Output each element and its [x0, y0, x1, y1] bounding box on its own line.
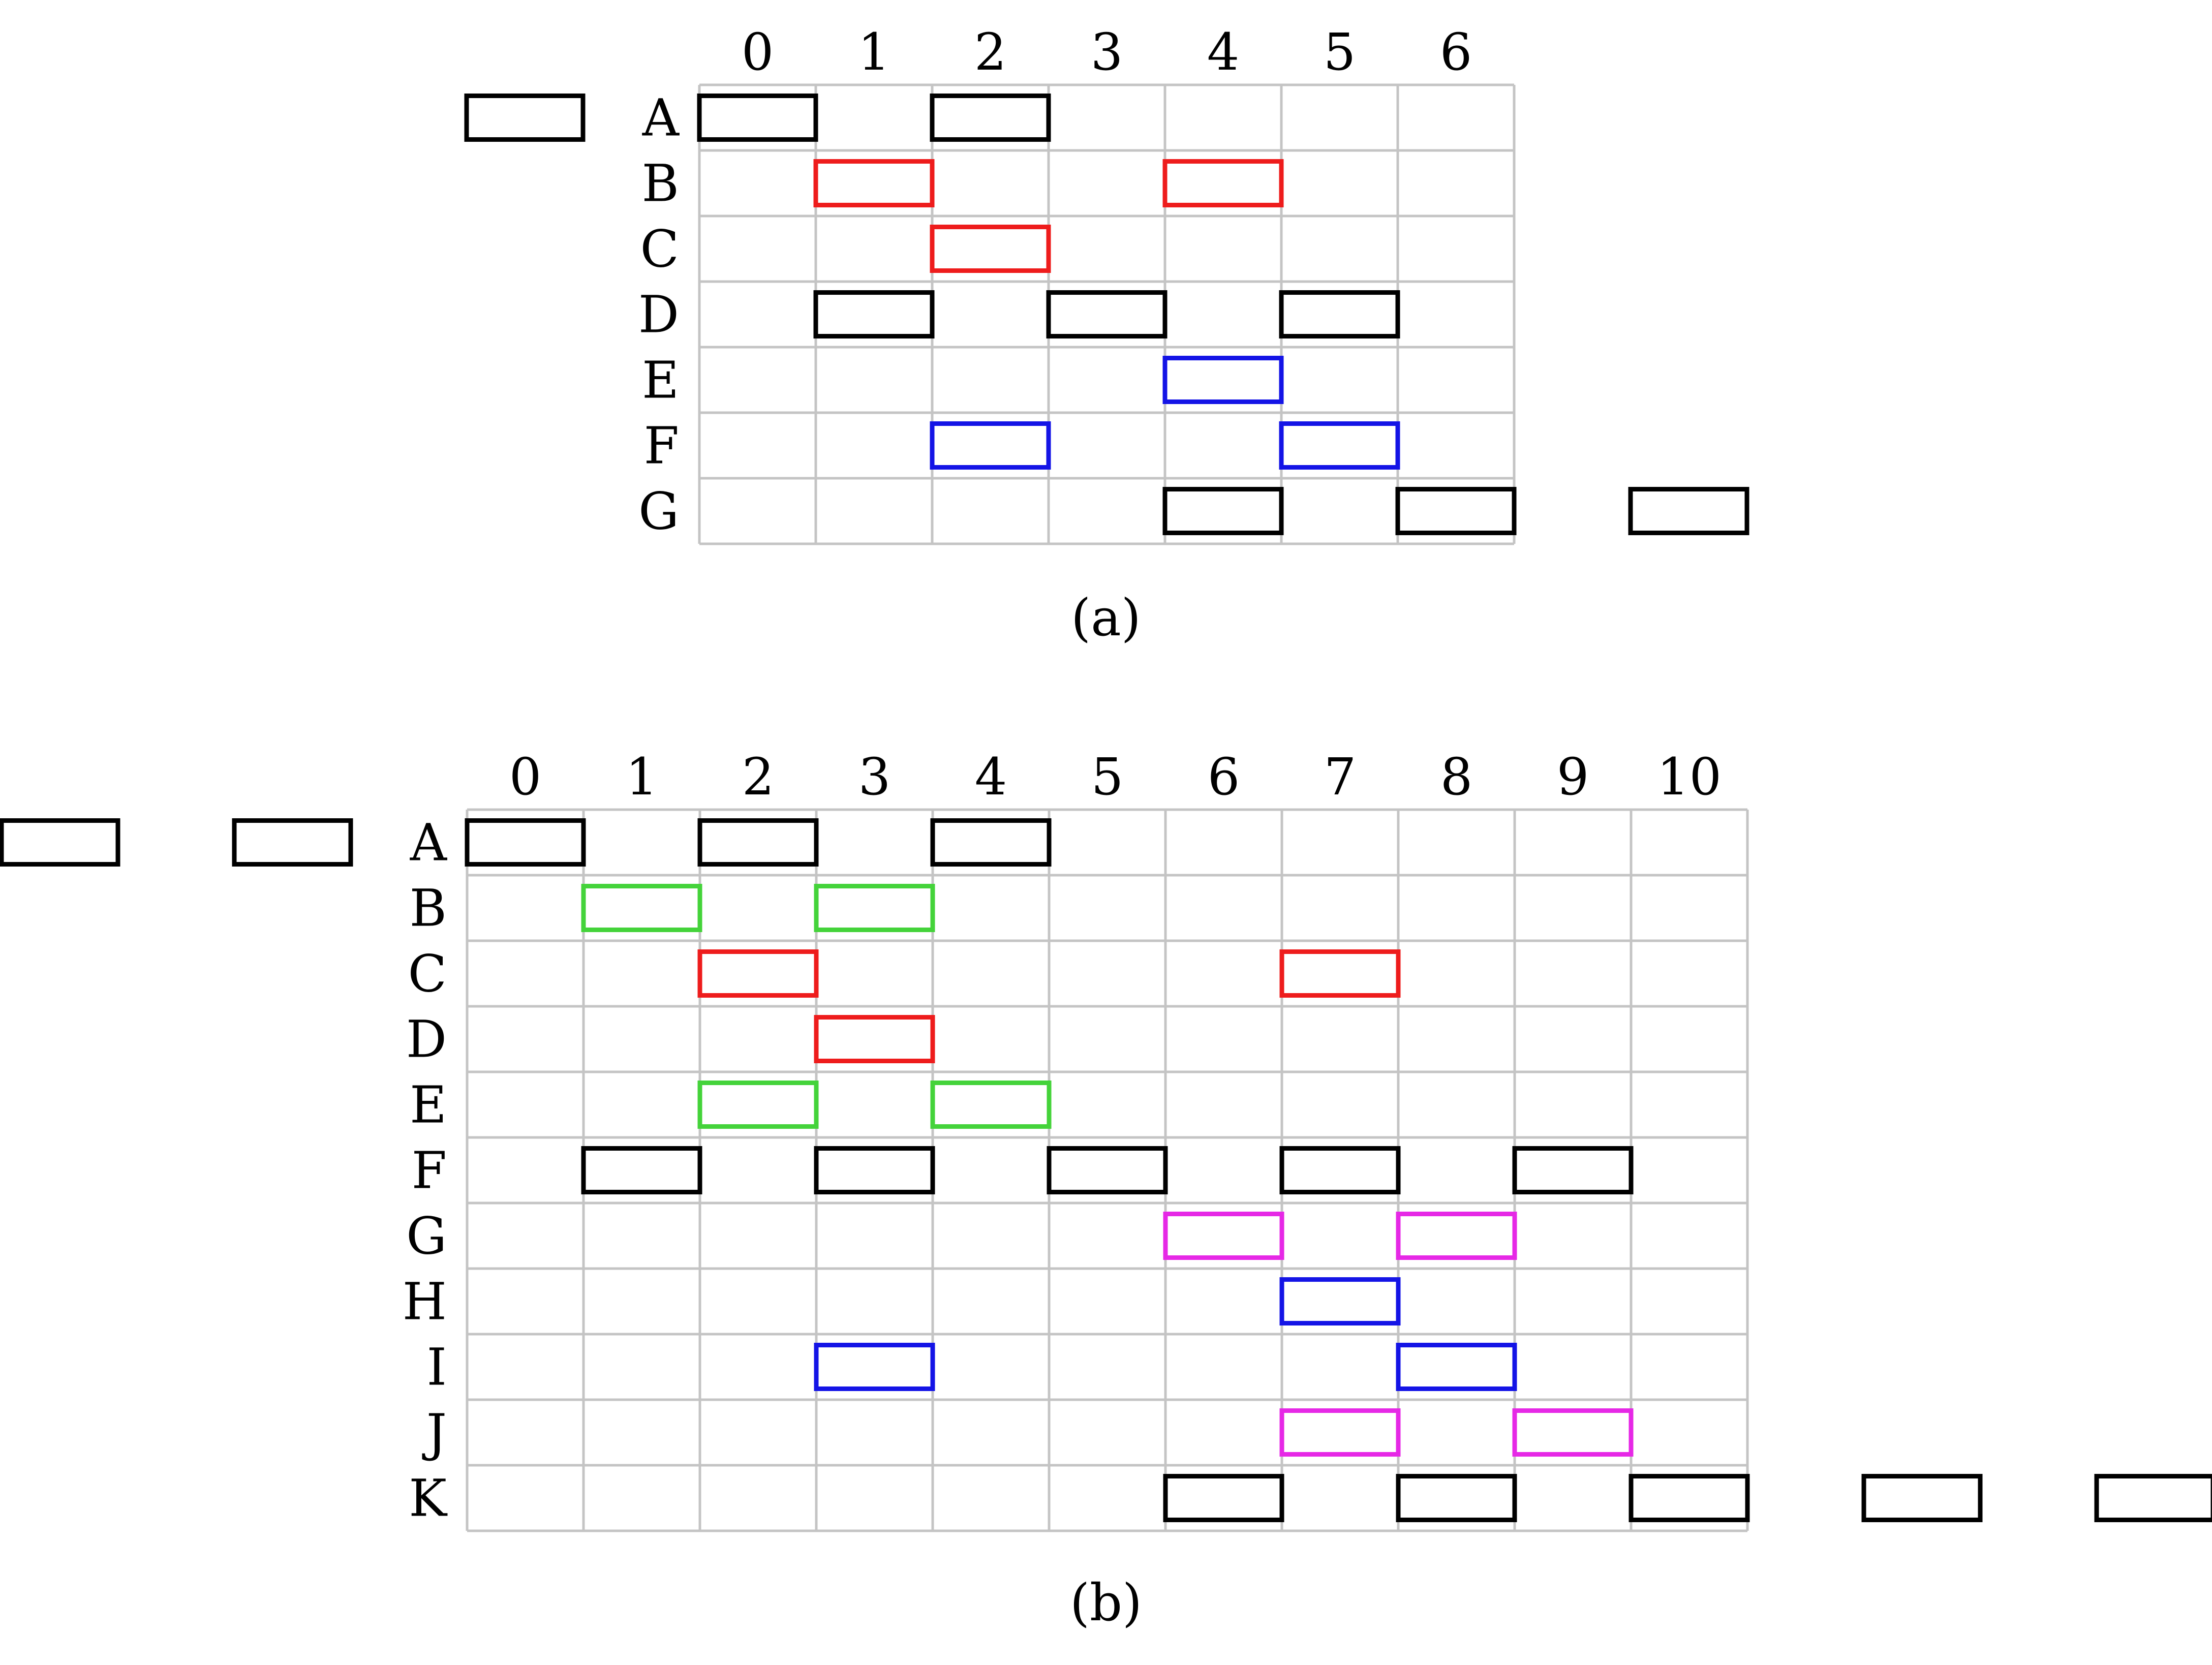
- row-label: B: [642, 154, 680, 213]
- column-label: 10: [1657, 747, 1722, 807]
- block-black: [1861, 1474, 1983, 1522]
- block-black: [1279, 290, 1400, 338]
- block-black: [1628, 487, 1749, 535]
- block-magenta: [1512, 1408, 1634, 1457]
- column-label: 2: [742, 747, 775, 807]
- row-label: D: [406, 1010, 447, 1069]
- block-green: [581, 884, 702, 932]
- column-label: 0: [509, 747, 542, 807]
- block-magenta: [1163, 1212, 1284, 1260]
- column-label: 4: [975, 747, 1007, 807]
- block-black: [697, 818, 819, 867]
- column-label: 5: [1324, 22, 1356, 82]
- block-black: [1163, 1474, 1284, 1522]
- block-blue: [1279, 421, 1400, 470]
- column-label: 1: [858, 22, 890, 82]
- block-black: [930, 818, 1052, 867]
- block-blue: [1396, 1343, 1517, 1391]
- block-black: [814, 1146, 935, 1194]
- block-red: [697, 949, 819, 998]
- block-black: [1046, 290, 1168, 338]
- block-black: [930, 94, 1051, 142]
- block-red: [1162, 159, 1284, 207]
- column-label: 4: [1207, 22, 1240, 82]
- column-label: 9: [1557, 747, 1589, 807]
- column-label: 0: [742, 22, 774, 82]
- block-red: [1279, 949, 1401, 998]
- block-green: [814, 884, 935, 932]
- row-label: C: [640, 220, 679, 279]
- row-label: C: [408, 944, 447, 1004]
- row-label: K: [409, 1469, 448, 1528]
- block-black: [1629, 1474, 1750, 1522]
- block-magenta: [1396, 1212, 1517, 1260]
- column-label: 3: [1091, 22, 1123, 82]
- block-blue: [930, 421, 1051, 470]
- block-black: [1047, 1146, 1168, 1194]
- block-blue: [1279, 1277, 1401, 1325]
- block-black: [581, 1146, 702, 1194]
- block-black: [1279, 1146, 1401, 1194]
- column-label: 7: [1324, 747, 1357, 807]
- block-black: [697, 94, 818, 142]
- row-label: E: [410, 1075, 447, 1135]
- block-green: [930, 1081, 1052, 1129]
- column-label: 8: [1440, 747, 1473, 807]
- block-red: [813, 159, 935, 207]
- block-black: [2094, 1474, 2212, 1522]
- block-black: [1396, 1474, 1517, 1522]
- block-black: [1162, 487, 1284, 535]
- block-black: [1512, 1146, 1634, 1194]
- block-blue: [814, 1343, 935, 1391]
- row-label: D: [638, 285, 679, 345]
- row-label: A: [410, 813, 448, 873]
- row-label: F: [412, 1141, 447, 1200]
- row-label: J: [422, 1403, 447, 1463]
- block-black: [232, 818, 353, 867]
- caption-b: (b): [1070, 1573, 1142, 1632]
- column-label: 2: [974, 22, 1007, 82]
- caption-a: (a): [1071, 588, 1141, 648]
- column-label: 3: [858, 747, 891, 807]
- row-label: G: [638, 482, 679, 541]
- block-black: [813, 290, 935, 338]
- column-label: 6: [1440, 22, 1472, 82]
- row-label: B: [410, 879, 447, 938]
- row-label: E: [642, 351, 679, 410]
- block-black: [1395, 487, 1517, 535]
- row-label: I: [426, 1338, 447, 1397]
- block-magenta: [1279, 1408, 1401, 1457]
- column-label: 1: [626, 747, 658, 807]
- row-label: G: [406, 1207, 447, 1266]
- block-black: [0, 818, 120, 867]
- block-black: [465, 818, 586, 867]
- row-label: F: [644, 416, 679, 476]
- block-red: [930, 225, 1051, 273]
- column-label: 6: [1208, 747, 1240, 807]
- block-green: [697, 1081, 819, 1129]
- column-label: 5: [1091, 747, 1124, 807]
- block-red: [814, 1015, 935, 1063]
- block-blue: [1162, 356, 1284, 404]
- row-label: A: [642, 88, 680, 148]
- row-label: H: [403, 1272, 447, 1332]
- block-black: [464, 94, 586, 142]
